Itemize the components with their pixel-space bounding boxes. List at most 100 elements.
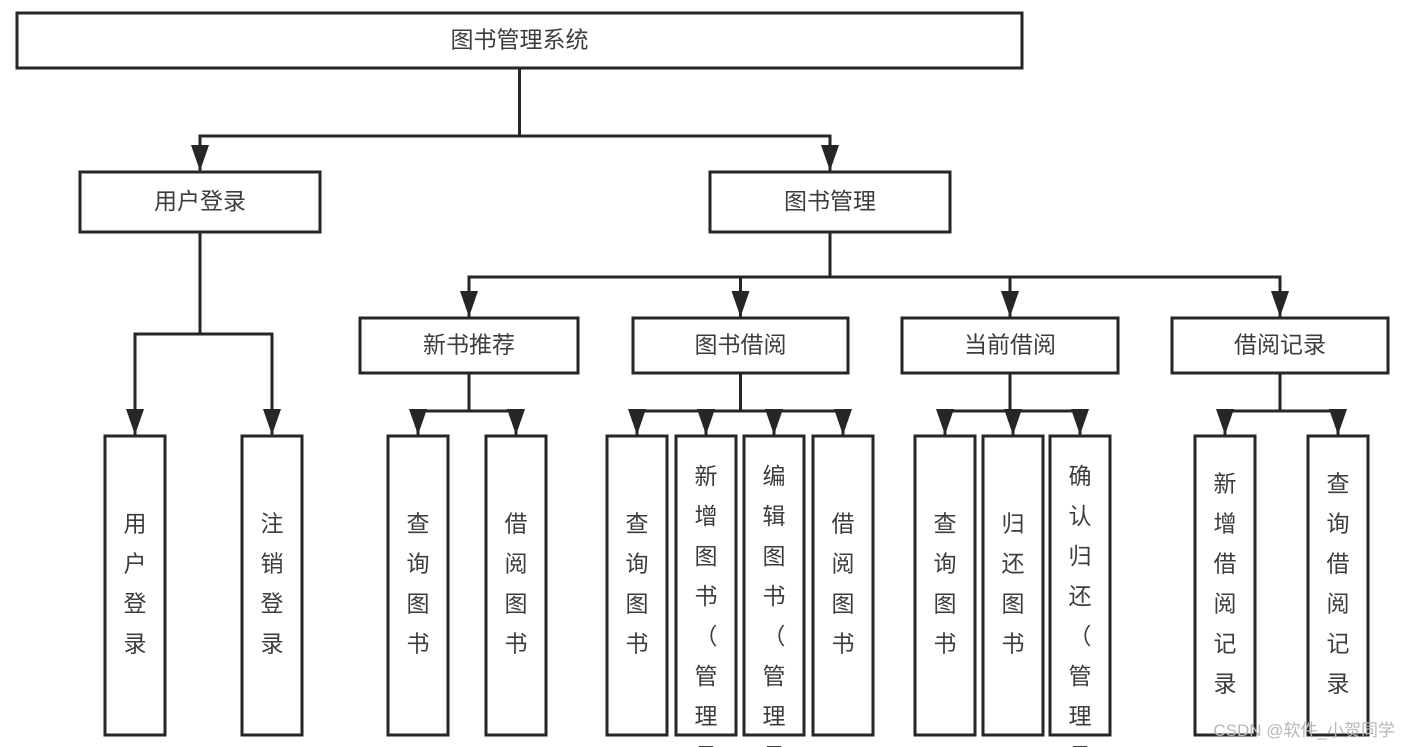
node-leaf-borrow-book-box xyxy=(811,434,875,737)
node-leaf-edit-book-admin-label-char: 员 xyxy=(763,743,786,747)
node-book-borrow-box xyxy=(631,316,850,375)
node-leaf-user-login[interactable]: 用户登录用户登录 xyxy=(103,434,167,737)
arrow-head-icon xyxy=(191,145,209,171)
node-leaf-return-book[interactable]: 归还图书归还图书 xyxy=(981,434,1045,737)
node-leaf-query-book-current-label-char: 查 xyxy=(934,511,957,537)
node-leaf-query-book-borrow[interactable]: 查询图书查询图书 xyxy=(605,434,669,737)
node-leaf-query-book-rec-label-char: 图 xyxy=(407,591,430,617)
arrow-head-icon xyxy=(765,409,783,435)
node-leaf-query-book-borrow-label-char: 询 xyxy=(626,551,649,577)
node-leaf-edit-book-admin-label-char: 编 xyxy=(763,463,786,489)
node-leaf-borrow-book-rec-label-char: 阅 xyxy=(505,551,528,577)
node-leaf-confirm-return-admin-label-char: 认 xyxy=(1069,503,1092,529)
node-leaf-edit-book-admin-label-char: 管 xyxy=(763,663,786,689)
arrow-head-icon xyxy=(628,409,646,435)
arrow-head-icon xyxy=(1271,291,1289,317)
node-leaf-borrow-book-rec-box xyxy=(484,434,548,737)
node-leaf-confirm-return-admin-label-char: 归 xyxy=(1069,543,1092,569)
node-new-book-recommend[interactable]: 新书推荐 xyxy=(358,316,580,375)
node-leaf-query-book-rec-label-char: 书 xyxy=(407,631,430,657)
node-leaf-user-login-label-char: 录 xyxy=(124,631,147,657)
node-leaf-query-book-current-label-char: 书 xyxy=(934,631,957,657)
node-book-borrow[interactable]: 图书借阅 xyxy=(631,316,850,375)
node-leaf-query-book-rec[interactable]: 查询图书查询图书 xyxy=(386,434,450,737)
node-leaf-confirm-return-admin-label-char: （ xyxy=(1069,623,1092,649)
node-leaf-query-book-borrow-label-char: 图 xyxy=(626,591,649,617)
node-leaf-borrow-book-label-char: 阅 xyxy=(832,551,855,577)
node-current-borrow-box xyxy=(900,316,1120,375)
node-leaf-edit-book-admin-box xyxy=(742,434,806,737)
node-leaf-query-book-rec-label-char: 查 xyxy=(407,511,430,537)
arrow-head-icon xyxy=(409,409,427,435)
node-current-borrow[interactable]: 当前借阅 xyxy=(900,316,1120,375)
node-leaf-borrow-book-rec-label-char: 图 xyxy=(505,591,528,617)
node-leaf-user-login-label-char: 户 xyxy=(124,551,147,577)
node-leaf-return-book-label-char: 还 xyxy=(1002,551,1025,577)
node-leaf-add-borrow-record-box xyxy=(1193,434,1257,737)
node-leaf-add-book-admin-box xyxy=(674,434,738,737)
arrow-head-icon xyxy=(821,145,839,171)
node-leaf-borrow-book-label-char: 图 xyxy=(832,591,855,617)
arrow-head-icon xyxy=(1001,291,1019,317)
node-leaf-edit-book-admin-label-char: 书 xyxy=(763,583,786,609)
node-leaf-user-login-label-char: 登 xyxy=(124,591,147,617)
arrow-head-icon xyxy=(731,291,750,317)
node-leaf-edit-book-admin-label-char: （ xyxy=(763,623,786,649)
node-leaf-query-borrow-record-label-char: 询 xyxy=(1327,511,1350,537)
node-root-root[interactable]: 图书管理系统 xyxy=(15,11,1024,70)
arrow-head-icon xyxy=(126,409,144,435)
node-leaf-user-login-label-char: 用 xyxy=(124,511,147,537)
node-borrow-record-label: 借阅记录 xyxy=(1234,332,1326,358)
node-leaf-borrow-book-label-char: 借 xyxy=(832,511,855,537)
node-leaf-add-borrow-record-label-char: 录 xyxy=(1214,671,1237,697)
node-leaf-logout-login-label-char: 登 xyxy=(261,591,284,617)
node-leaf-add-borrow-record-label-char: 新 xyxy=(1214,471,1237,497)
node-leaf-confirm-return-admin-label-char: 管 xyxy=(1069,663,1092,689)
arrow-head-icon xyxy=(1071,409,1089,435)
node-leaf-borrow-book[interactable]: 借阅图书借阅图书 xyxy=(811,434,875,737)
node-leaf-logout-login-box xyxy=(240,434,304,737)
node-new-book-recommend-box xyxy=(358,316,580,375)
node-leaf-query-borrow-record-box xyxy=(1306,434,1370,737)
node-borrow-record[interactable]: 借阅记录 xyxy=(1170,316,1390,375)
node-leaf-add-book-admin-label-char: 管 xyxy=(695,663,718,689)
node-borrow-record-box xyxy=(1170,316,1390,375)
node-leaf-query-book-current-box xyxy=(913,434,977,737)
node-leaf-logout-login[interactable]: 注销登录注销登录 xyxy=(240,434,304,737)
node-leaf-query-borrow-record-label-char: 记 xyxy=(1327,631,1350,657)
node-leaf-return-book-label-char: 书 xyxy=(1002,631,1025,657)
node-leaf-add-borrow-record[interactable]: 新增借阅记录新增借阅记录 xyxy=(1193,434,1257,737)
node-leaf-query-book-borrow-label-char: 书 xyxy=(626,631,649,657)
node-leaf-query-book-current-label-char: 询 xyxy=(934,551,957,577)
connector-layer xyxy=(126,66,1347,436)
node-root-root-box xyxy=(15,11,1024,70)
node-leaf-query-borrow-record[interactable]: 查询借阅记录查询借阅记录 xyxy=(1306,434,1370,737)
node-leaf-borrow-book-rec-label-char: 书 xyxy=(505,631,528,657)
node-leaf-query-borrow-record-label-char: 查 xyxy=(1327,471,1350,497)
node-new-book-recommend-label: 新书推荐 xyxy=(423,332,515,358)
node-leaf-add-borrow-record-label-char: 借 xyxy=(1214,551,1237,577)
arrow-head-icon xyxy=(834,409,852,435)
node-leaf-query-book-current[interactable]: 查询图书查询图书 xyxy=(913,434,977,737)
node-leaf-query-book-rec-label-char: 询 xyxy=(407,551,430,577)
node-leaf-edit-book-admin-label-char: 理 xyxy=(763,703,786,729)
node-leaf-query-borrow-record-label-char: 阅 xyxy=(1327,591,1350,617)
node-leaf-return-book-label-char: 图 xyxy=(1002,591,1025,617)
node-root-root-label: 图书管理系统 xyxy=(451,27,589,53)
arrow-head-icon xyxy=(460,291,478,317)
node-user-login-box xyxy=(78,170,322,234)
node-leaf-add-book-admin-label-char: 新 xyxy=(695,463,718,489)
node-leaf-query-borrow-record-label-char: 录 xyxy=(1327,671,1350,697)
node-leaf-query-book-borrow-box xyxy=(605,434,669,737)
arrow-head-icon xyxy=(1329,409,1347,435)
node-leaf-borrow-book-rec[interactable]: 借阅图书借阅图书 xyxy=(484,434,548,737)
node-leaf-add-borrow-record-label-char: 阅 xyxy=(1214,591,1237,617)
node-book-management-label: 图书管理 xyxy=(784,188,876,214)
node-leaf-confirm-return-admin-label-char: 理 xyxy=(1069,703,1092,729)
node-book-management[interactable]: 图书管理 xyxy=(708,170,952,234)
node-user-login[interactable]: 用户登录 xyxy=(78,170,322,234)
